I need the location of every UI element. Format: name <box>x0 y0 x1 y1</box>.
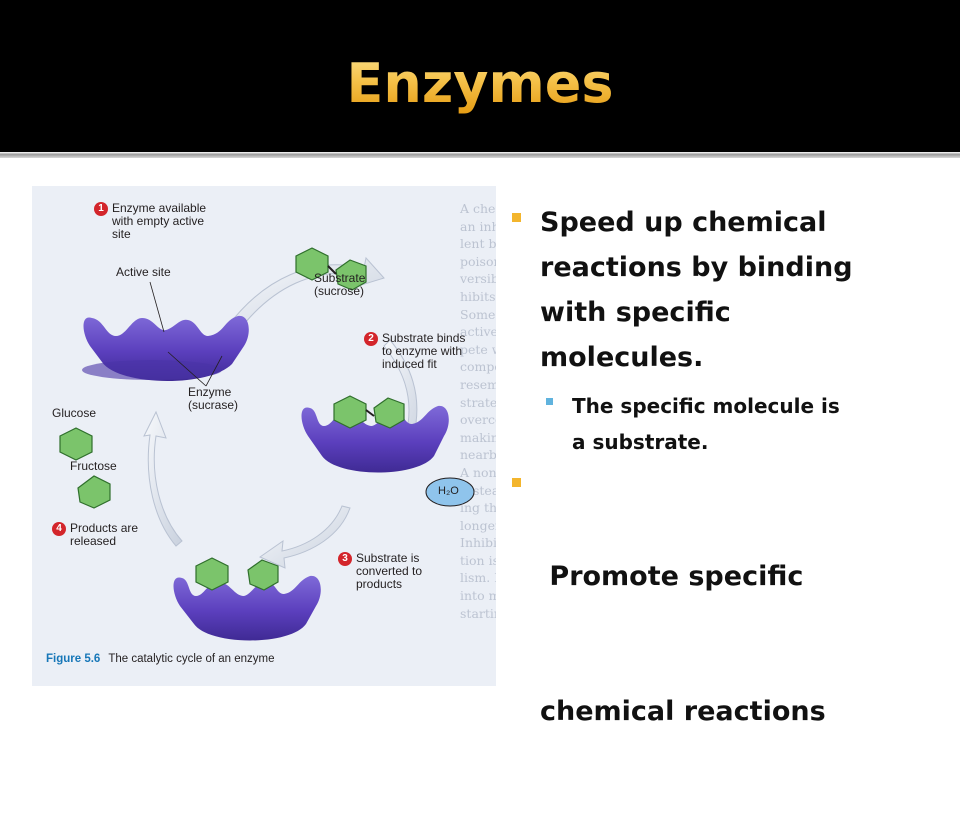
bullet-1-sub: The specific molecule is a substrate. <box>572 394 840 454</box>
fructose-label: Fructose <box>70 459 117 473</box>
sub-bullet-icon <box>546 398 553 405</box>
active-site-label: Active site <box>116 265 171 279</box>
bullet-icon <box>512 213 521 222</box>
figure-background-text: A chemical that interferes with an enzym… <box>460 201 496 621</box>
step-4-label: 4 Products are released <box>52 522 138 548</box>
catalytic-cycle-diagram <box>59 247 475 641</box>
fructose-icon <box>77 475 111 509</box>
substrate-sucrose-icon <box>295 247 367 291</box>
bullet-2: Promote specific chemical reactions <box>540 561 826 727</box>
enzyme-empty-icon <box>82 315 249 382</box>
water-label: H₂O <box>438 485 459 497</box>
glucose-label: Glucose <box>52 406 97 420</box>
title-bar: Enzymes <box>0 0 960 152</box>
substrate-label: Substrate (sucrose) <box>314 271 366 298</box>
step-1-label: 1 Enzyme available with empty active sit… <box>94 202 206 241</box>
enzyme-substrate-complex-icon <box>301 395 449 473</box>
enzyme-label: Enzyme (sucrase) <box>188 385 239 412</box>
step-2-label: 2 Substrate binds to enzyme with induced… <box>364 332 465 371</box>
step-3-label: 3 Substrate is converted to products <box>338 552 422 591</box>
glucose-icon <box>59 427 93 461</box>
slide-title: Enzymes <box>0 52 960 115</box>
water-icon <box>425 477 475 507</box>
enzyme-products-icon <box>173 557 321 641</box>
bullet-icon <box>512 478 521 487</box>
enzyme-figure: A chemical that interferes with an enzym… <box>32 186 496 686</box>
bullet-1: Speed up chemical reactions by binding w… <box>540 207 853 373</box>
title-divider <box>0 152 960 158</box>
